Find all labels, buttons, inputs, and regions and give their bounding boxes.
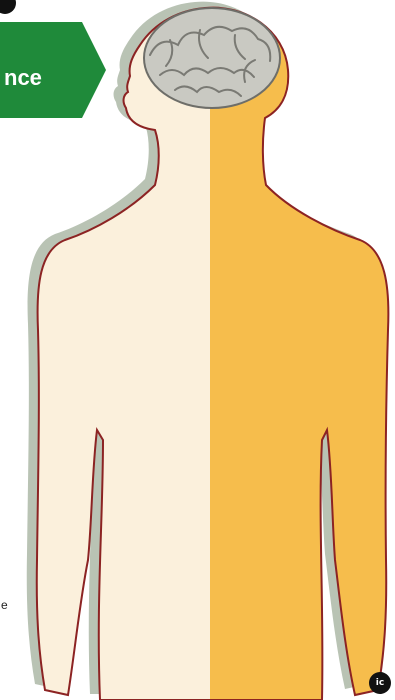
corner-badge: ic xyxy=(369,672,391,694)
edge-letter: e xyxy=(1,598,8,612)
brain-icon xyxy=(144,8,280,108)
banner-label: nce xyxy=(0,58,110,98)
